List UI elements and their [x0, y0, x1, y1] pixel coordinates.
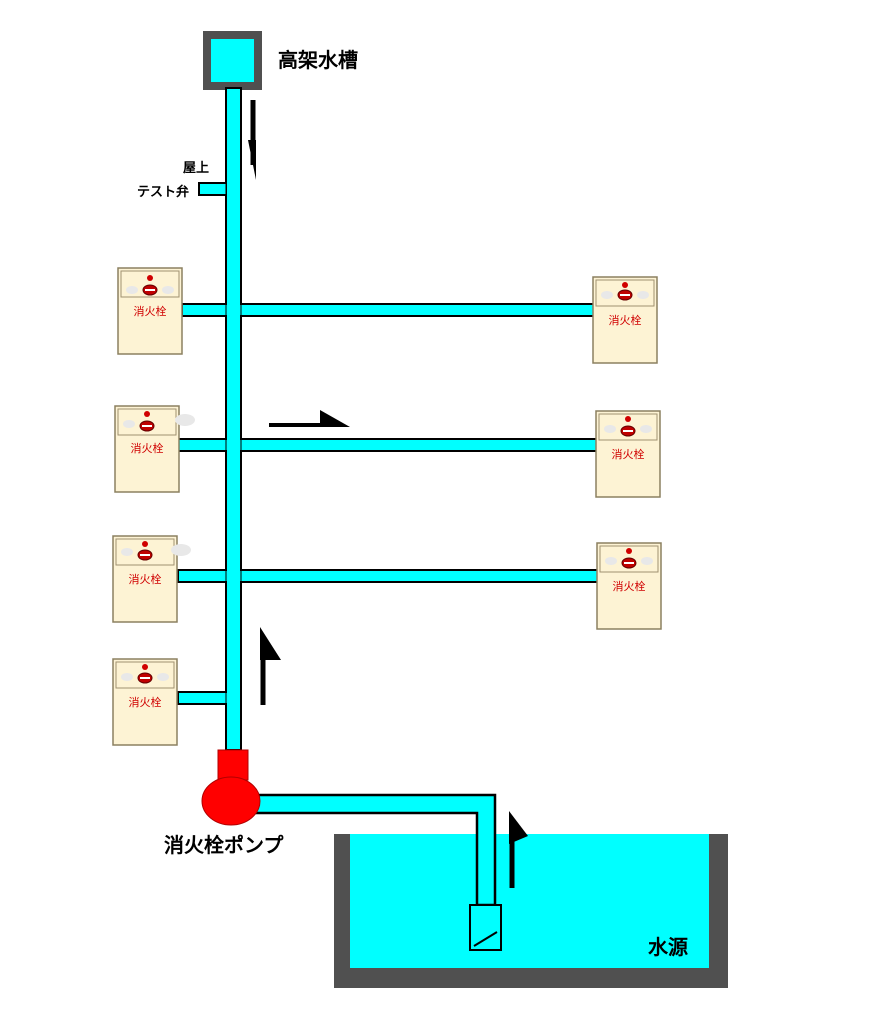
rooftop-label: 屋上 — [183, 161, 209, 176]
hydrant-cabinet-4: 消火栓 — [595, 410, 661, 498]
hydrant-label: 消火栓 — [612, 447, 645, 461]
hydrant-cabinet-2: 消火栓 — [592, 276, 658, 364]
pump-label: 消火栓ポンプ — [164, 833, 284, 857]
water-source-label: 水源 — [648, 935, 688, 959]
elevated-water-tank — [203, 31, 262, 90]
hydrant-cabinet-1: 消火栓 — [117, 267, 183, 355]
hydrant-label: 消火栓 — [129, 572, 162, 586]
hydrant-cabinet-6: 消火栓 — [596, 542, 662, 630]
hydrant-cabinet-5: 消火栓 — [112, 535, 191, 623]
elevated-tank-label: 高架水槽 — [278, 48, 358, 72]
branch-pipe-floor-4 — [181, 303, 595, 317]
test-valve-label: テスト弁 — [137, 184, 189, 200]
flow-arrow-right — [269, 410, 350, 427]
hydrant-label: 消火栓 — [129, 695, 162, 709]
hydrant-label: 消火栓 — [134, 304, 167, 318]
hydrant-label: 消火栓 — [613, 579, 646, 593]
flow-arrow-up-suction — [509, 811, 528, 888]
fire-hydrant-pump — [201, 749, 261, 826]
flow-arrow-down — [248, 100, 256, 180]
hydrant-cabinet-3: 消火栓 — [114, 405, 195, 493]
foot-valve — [469, 904, 502, 951]
hydrant-label: 消火栓 — [131, 441, 164, 455]
water-source-tank — [334, 834, 728, 988]
test-valve-pipe — [198, 182, 228, 196]
flow-arrow-up-riser — [260, 627, 281, 705]
branch-pipe-floor-1 — [177, 691, 229, 705]
hydrant-cabinet-7: 消火栓 — [112, 658, 178, 746]
hydrant-label: 消火栓 — [609, 313, 642, 327]
